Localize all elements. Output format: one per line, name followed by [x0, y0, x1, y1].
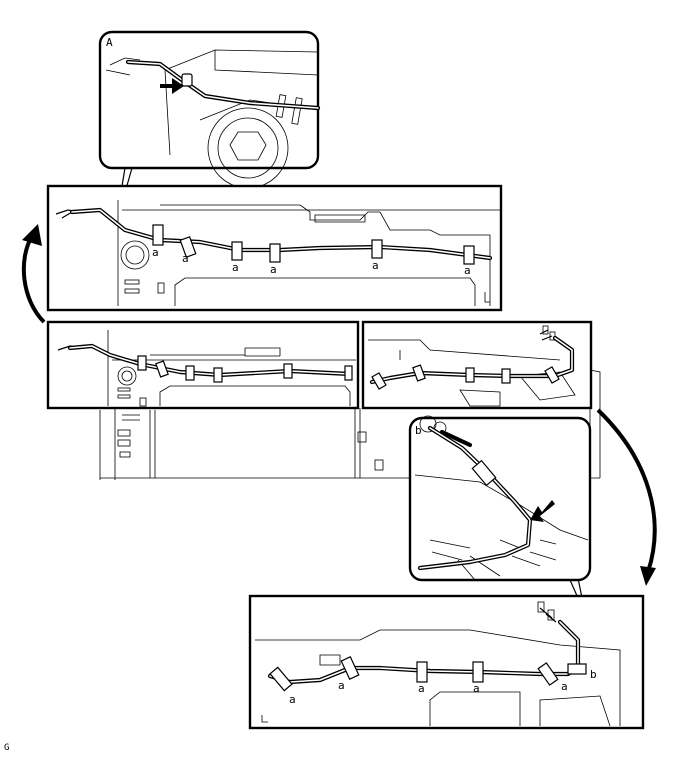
clip-b-label: b — [590, 668, 597, 681]
direction-arrow-icon — [530, 500, 555, 522]
zoom-panel-lower: a a a a a b — [248, 594, 645, 730]
callout-b-label: b — [415, 424, 422, 437]
clip-label: a — [270, 263, 277, 276]
curved-arrow-icon — [21, 224, 46, 324]
clip-label: a — [338, 679, 345, 692]
zoom-panel-upper: a a a a a a — [46, 184, 503, 312]
clip-label: a — [372, 259, 379, 272]
detail-callout-a: A — [98, 30, 321, 211]
clip-label: a — [232, 261, 239, 274]
overview-panel-left — [46, 320, 360, 410]
roof-panel-outline — [99, 369, 601, 480]
clip-label: a — [473, 682, 480, 695]
clip-label: a — [561, 680, 568, 693]
clip-label: a — [152, 246, 159, 259]
clip-label: a — [289, 693, 296, 706]
clip-label: a — [418, 682, 425, 695]
detail-callout-b: b — [408, 415, 592, 599]
curved-arrow-icon — [596, 408, 657, 586]
overview-panel-right — [361, 320, 593, 410]
clip-label: a — [464, 264, 471, 277]
callout-a-label: A — [106, 36, 113, 49]
figure-id: G — [4, 743, 9, 753]
direction-arrow-icon — [160, 78, 184, 94]
clip-label: a — [182, 252, 189, 265]
